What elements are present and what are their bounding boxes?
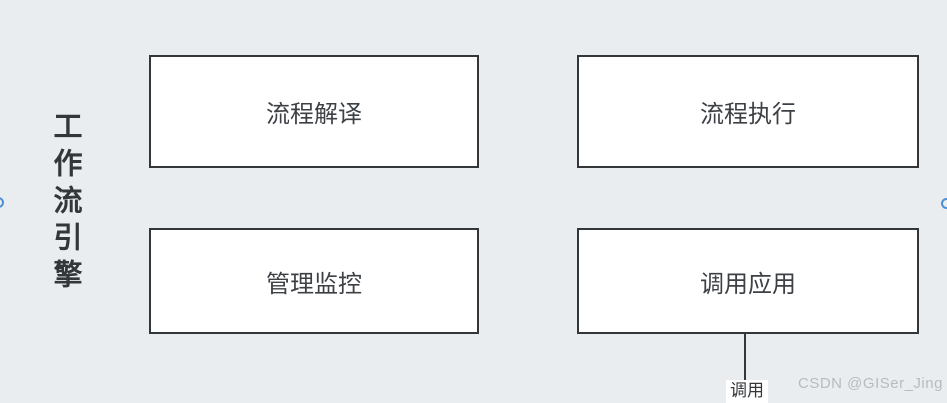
invoke-application-label: 调用应用 <box>700 270 796 298</box>
invoke-edge-label[interactable]: 调用 <box>726 380 768 403</box>
connection-point-right-icon[interactable] <box>941 198 947 209</box>
management-monitoring-label: 管理监控 <box>266 270 362 298</box>
management-monitoring-box[interactable]: 管理监控 <box>149 228 479 334</box>
invoke-edge-connector[interactable] <box>744 334 746 382</box>
csdn-watermark: CSDN @GISer_Jing <box>798 375 943 392</box>
flow-interpretation-box[interactable]: 流程解译 <box>149 55 479 168</box>
flow-execution-box[interactable]: 流程执行 <box>577 55 919 168</box>
workflow-engine-title: 工作流引擎 <box>49 111 81 296</box>
invoke-application-box[interactable]: 调用应用 <box>577 228 919 334</box>
flow-execution-label: 流程执行 <box>700 101 796 128</box>
flow-interpretation-label: 流程解译 <box>266 101 362 128</box>
connection-point-left-icon[interactable] <box>0 197 4 208</box>
